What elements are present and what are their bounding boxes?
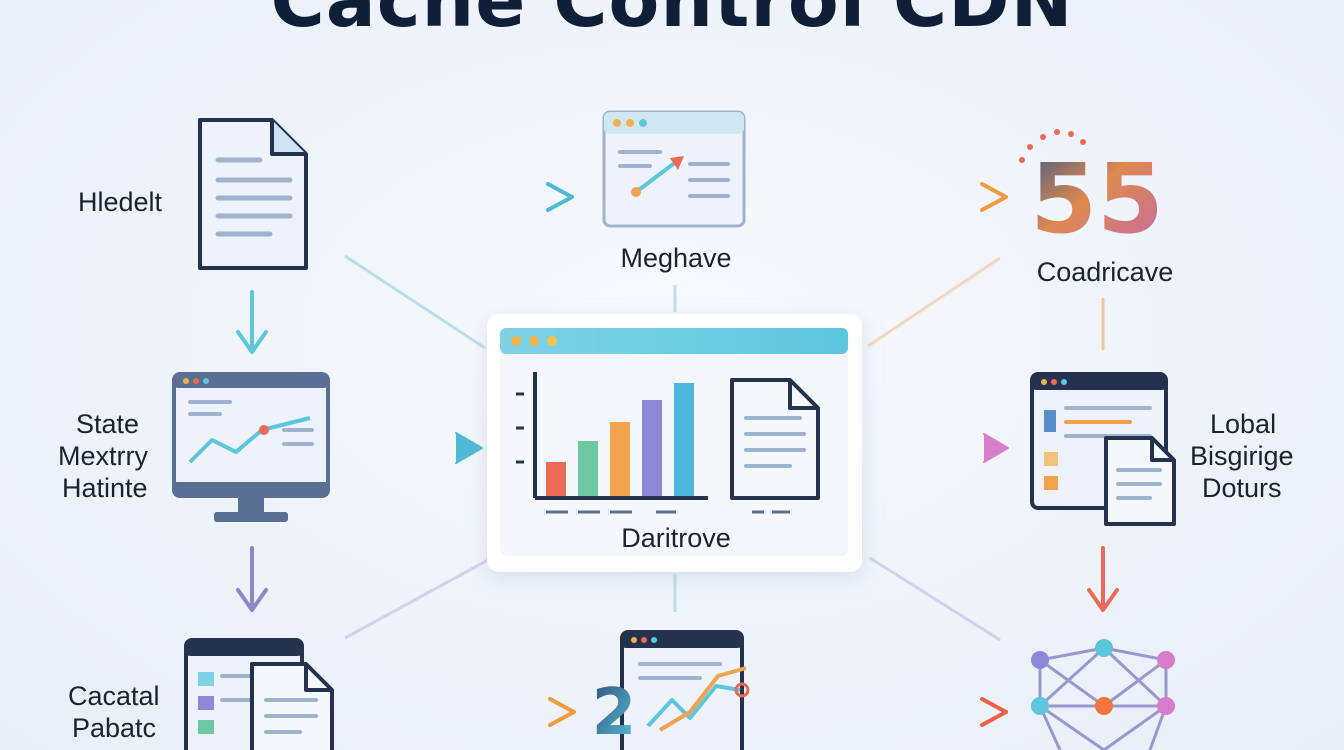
browser-chart-icon [602,110,746,228]
top-right-numeral: 55 [1030,143,1164,255]
mid-right-line-2: Bisgirige [1190,441,1294,471]
arrows [236,182,1119,727]
arrow-top-left-to-top-center [350,182,574,212]
mid-left-line-2: Mextrry [58,441,148,471]
connector-bottom-left-center [344,558,489,640]
arrow-top-left-down [236,290,268,354]
mid-right-label: Lobal Bisgirige Doturs [1190,408,1294,504]
dashboard-bar-chart-icon [500,328,848,556]
top-left-label: Hledelt [78,187,163,217]
bar-3 [610,422,630,496]
browser-documents-icon [1030,372,1176,526]
connector-top-right-center [867,256,1001,348]
arrow-bottom-center-to-bottom-right [778,697,1008,727]
network-graph-icon [1031,639,1175,750]
connector-top-left-center [344,254,486,350]
browser-trend-icon: 2 [592,630,750,750]
mid-left-line-1: State [76,409,140,439]
top-center-label: Meghave [620,243,732,273]
bottom-center-numeral: 2 [592,676,637,750]
bar-4 [642,400,662,496]
mid-left-line-3: Hatinte [62,473,148,503]
monitor-chart-icon [172,372,330,522]
connector-lines [344,254,1105,642]
diagram-title: Cache Control CDN [270,0,1074,44]
connector-bottom-right-center [869,556,1001,642]
arrow-mid-right-down [1087,546,1119,612]
browser-document-icon [184,638,334,750]
center-label: Daritrove [621,523,731,553]
arrow-center-to-mid-right [860,433,1009,463]
bar-2 [578,441,598,496]
mid-right-line-1: Lobal [1210,409,1277,439]
arrow-bottom-left-to-bottom-center [350,697,576,727]
bar-1 [546,462,566,496]
top-right-label: Coadricave [1036,257,1174,287]
bar-5 [674,383,694,496]
document-icon [198,118,308,270]
mid-left-label: State Mextrry Hatinte [58,408,148,504]
bottom-left-line-1: Cacatal [68,681,160,711]
bottom-left-label: Cacatal Pabatc [68,680,160,744]
numeral-55-icon: 55 [1019,129,1164,255]
arrow-mid-left-to-center [350,432,483,464]
arrow-mid-left-down [236,546,268,612]
arrow-top-center-to-top-right [778,182,1008,212]
bottom-left-line-2: Pabatc [72,713,157,743]
mid-right-line-3: Doturs [1202,473,1282,503]
